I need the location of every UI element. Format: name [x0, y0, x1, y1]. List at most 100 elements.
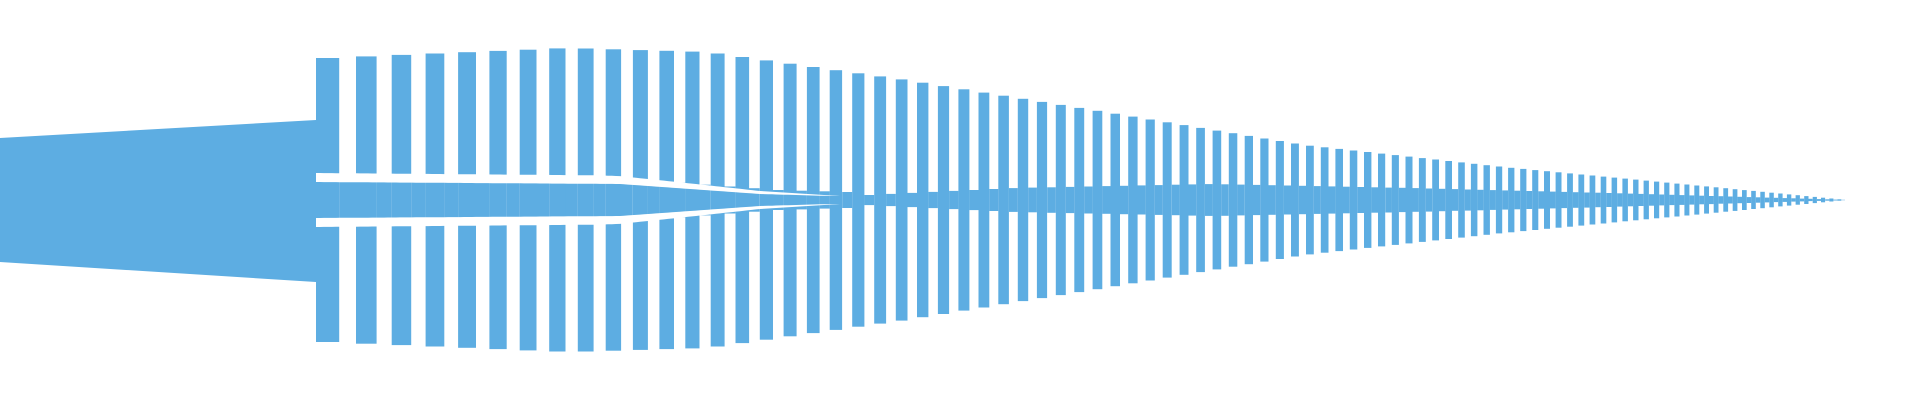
waveform-core-segment: [907, 192, 918, 208]
waveform-core-segment: [506, 179, 520, 221]
waveform-core-segment: [1120, 185, 1129, 215]
waveform-bar: [1829, 198, 1834, 202]
waveform-core-segment: [819, 191, 830, 209]
waveform-core-segment: [1399, 187, 1406, 213]
waveform-bar: [659, 50, 674, 350]
waveform-core-segment: [989, 189, 999, 211]
waveform-bar: [1196, 127, 1205, 273]
waveform-core-segment: [1452, 189, 1459, 211]
waveform-bar: [1017, 98, 1029, 302]
waveform-bar: [917, 82, 929, 318]
waveform-bar: [1804, 196, 1809, 204]
waveform-bar: [1786, 194, 1792, 206]
waveform-bar: [1306, 145, 1314, 255]
waveform-core-segment: [886, 193, 896, 207]
waveform-bar: [489, 50, 507, 350]
waveform-bar: [685, 51, 700, 349]
waveform-core-segment: [969, 190, 979, 211]
waveform-bar: [852, 73, 865, 327]
waveform-bar: [1742, 190, 1747, 210]
waveform-core-segment: [842, 192, 853, 208]
waveform-bar: [1643, 180, 1649, 220]
waveform-core-segment: [1221, 184, 1229, 216]
waveform-bar: [605, 49, 622, 351]
waveform-bar: [1812, 196, 1817, 204]
waveform-bar: [1555, 172, 1562, 228]
waveform-core-segment: [1699, 195, 1704, 205]
waveform-bar: [735, 57, 750, 344]
waveform-core-segment: [1502, 190, 1509, 210]
waveform-core-segment: [1669, 194, 1675, 206]
waveform-core-segment: [476, 178, 490, 221]
waveform-core-segment: [1477, 189, 1484, 211]
waveform-bar: [549, 48, 566, 352]
waveform-bar: [1611, 177, 1618, 223]
waveform-bar: [1128, 116, 1138, 284]
waveform-core-segment: [1606, 193, 1612, 207]
waveform-bar: [1179, 125, 1189, 275]
waveform-core-segment: [1791, 198, 1796, 202]
waveform-bar: [1544, 171, 1550, 229]
waveform-bar: [783, 63, 797, 337]
waveform-bar: [1821, 197, 1826, 203]
waveform-bar: [1567, 173, 1573, 227]
waveform-bar: [1228, 133, 1238, 267]
waveform-bar: [1760, 191, 1765, 209]
waveform-bar: [1212, 130, 1222, 270]
waveform-core-segment: [1385, 187, 1392, 213]
waveform-bar: [1769, 192, 1774, 208]
waveform-bar: [958, 89, 970, 311]
waveform-bar: [1837, 199, 1842, 201]
waveform-core-segment: [1268, 185, 1276, 215]
waveform-core-segment: [1572, 192, 1579, 208]
waveform-bar: [895, 79, 908, 321]
waveform-bar: [1732, 189, 1738, 211]
waveform-bar: [1578, 174, 1585, 226]
waveform-core-segment: [1489, 190, 1496, 210]
waveform-bar: [1335, 148, 1343, 252]
waveform-bar: [1036, 101, 1048, 299]
waveform-bar: [1110, 113, 1120, 287]
waveform-core-segment: [1253, 184, 1261, 216]
waveform-core-segment: [339, 178, 356, 222]
waveform-core-segment: [621, 179, 633, 221]
waveform-bar: [1622, 178, 1628, 222]
waveform-core-segment: [1648, 194, 1654, 206]
waveform-bar: [519, 49, 537, 351]
waveform-core-segment: [1808, 198, 1813, 202]
waveform-core-segment: [444, 178, 458, 222]
waveform-core-segment: [1047, 187, 1056, 213]
waveform-bar: [1405, 156, 1413, 244]
waveform-bar: [425, 53, 445, 347]
waveform-core-segment: [1550, 191, 1556, 209]
waveform-core-segment: [1799, 198, 1805, 202]
waveform-core-segment: [1526, 191, 1533, 209]
waveform-bar: [1520, 168, 1527, 232]
waveform-core-segment: [1084, 186, 1093, 214]
waveform-core-segment: [1137, 185, 1146, 215]
waveform-core-segment: [1425, 188, 1433, 212]
waveform-bar: [1074, 107, 1085, 293]
waveform-core-segment: [1718, 196, 1724, 204]
waveform-core-segment: [1313, 186, 1321, 214]
waveform-core-segment: [796, 190, 807, 210]
waveform-core-segment: [1764, 197, 1770, 203]
waveform-core-segment: [949, 190, 959, 210]
waveform-bar: [1795, 195, 1800, 205]
waveform-bar: [316, 58, 340, 342]
waveform-bar: [1532, 170, 1539, 230]
waveform-bar: [1633, 179, 1639, 221]
waveform-core-segment: [1755, 197, 1761, 203]
waveform-core-segment: [1412, 188, 1419, 212]
waveform-bar: [1723, 188, 1729, 212]
waveform-bar: [1713, 187, 1719, 213]
waveform-bar: [1751, 190, 1756, 209]
waveform-bar: [1589, 175, 1596, 225]
waveform-bar: [1508, 167, 1515, 233]
waveform-core-segment: [674, 182, 686, 218]
waveform-lead-in-segment: [0, 120, 316, 282]
waveform-bars: [316, 48, 1845, 352]
waveform-bar: [1162, 122, 1172, 278]
waveform-core-segment: [1773, 197, 1779, 203]
